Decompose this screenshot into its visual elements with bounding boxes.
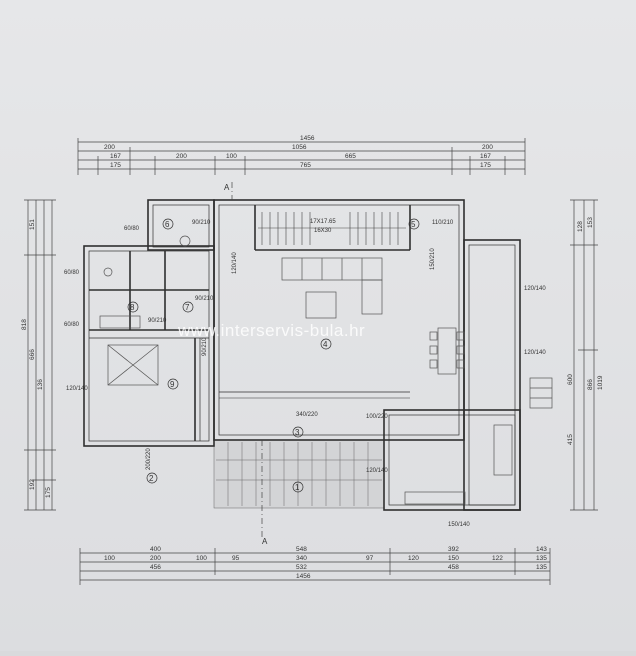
room-label-9: 9 xyxy=(170,380,175,389)
coffee-table xyxy=(305,291,337,319)
opening-3: 90/210 xyxy=(192,220,211,226)
dim-left-5: 175 xyxy=(45,487,52,498)
opening-15: 200/220 xyxy=(146,448,152,470)
bottom-dimensions xyxy=(79,548,551,585)
kitchen-island xyxy=(404,491,466,505)
dim-left-2: 666 xyxy=(29,349,36,360)
dim-top-3-1: 200 xyxy=(176,153,187,160)
opening-8: 150/210 xyxy=(430,248,436,270)
dim-right-1: 153 xyxy=(587,217,594,228)
toilet xyxy=(179,235,191,247)
dim-top-4-2: 175 xyxy=(480,162,491,169)
room-label-4: 4 xyxy=(323,340,328,349)
opening-1: 60/80 xyxy=(64,270,80,276)
opening-12: 120/140 xyxy=(366,468,388,474)
left-dimensions xyxy=(24,199,56,511)
opening-17: 150/140 xyxy=(448,522,470,528)
dim-left-4: 192 xyxy=(29,479,36,490)
opening-5: 90/210 xyxy=(148,318,167,324)
room-label-1: 1 xyxy=(295,483,300,492)
dim-bottom-3-2: 458 xyxy=(448,564,459,571)
opening-6: 90/210 xyxy=(202,337,208,356)
room-label-5: 5 xyxy=(411,220,416,229)
opening-11: 120/140 xyxy=(66,386,88,392)
sofa xyxy=(281,257,383,281)
room-markers xyxy=(127,218,420,493)
dim-top-3-2: 100 xyxy=(226,153,237,160)
bed xyxy=(107,344,159,386)
dim-right-3: 866 xyxy=(587,379,594,390)
dim-bottom-2-7: 150 xyxy=(448,555,459,562)
dim-left-3: 136 xyxy=(37,379,44,390)
right-dimensions xyxy=(570,199,598,511)
dim-top-2-2: 200 xyxy=(482,144,493,151)
top-dimensions xyxy=(77,138,526,175)
dim-bottom-2-4: 340 xyxy=(296,555,307,562)
dim-bottom-1-1: 548 xyxy=(296,546,307,553)
opening-9: 120/140 xyxy=(524,286,546,292)
stair-label-1: 17X17.65 xyxy=(310,219,336,225)
dim-bottom-3-3: 135 xyxy=(536,564,547,571)
dim-bottom-2-5: 97 xyxy=(366,555,374,562)
room-label-3: 3 xyxy=(295,428,300,437)
dim-bottom-1-0: 400 xyxy=(150,546,161,553)
dim-top-1-0: 1456 xyxy=(300,135,315,142)
section-marker-top: A xyxy=(224,183,230,192)
dim-bottom-2-3: 95 xyxy=(232,555,240,562)
room-label-2: 2 xyxy=(149,474,154,483)
opening-13: 100/220 xyxy=(366,414,388,420)
dim-bottom-2-6: 120 xyxy=(408,555,419,562)
dim-left-1: 151 xyxy=(29,219,36,230)
furniture xyxy=(99,235,553,505)
dim-right-0: 128 xyxy=(577,221,584,232)
dim-bottom-2-1: 200 xyxy=(150,555,161,562)
walls xyxy=(83,199,521,511)
opening-16: 120/140 xyxy=(232,252,238,274)
section-line xyxy=(231,182,263,540)
outdoor-steps xyxy=(529,377,553,409)
room-label-7: 7 xyxy=(185,303,190,312)
opening-0: 60/80 xyxy=(124,226,140,232)
dim-bottom-3-0: 456 xyxy=(150,564,161,571)
opening-7: 110/210 xyxy=(432,220,454,226)
dim-top-3-3: 665 xyxy=(345,153,356,160)
dim-left-0: 818 xyxy=(21,319,28,330)
dim-top-2-0: 200 xyxy=(104,144,115,151)
dim-bottom-1-3: 143 xyxy=(536,546,547,553)
dim-top-3-0: 167 xyxy=(110,153,121,160)
dim-top-2-1: 1056 xyxy=(292,144,307,151)
watermark: www.interservis-bula.hr xyxy=(177,321,365,340)
dim-top-4-1: 765 xyxy=(300,162,311,169)
room-label-8: 8 xyxy=(130,303,135,312)
stair-label-2: 16X30 xyxy=(314,228,332,234)
terrace-hatch xyxy=(213,439,385,509)
opening-2: 60/80 xyxy=(64,322,80,328)
dim-bottom-2-0: 100 xyxy=(104,555,115,562)
dim-bottom-3-1: 532 xyxy=(296,564,307,571)
section-marker-bottom: A xyxy=(262,537,268,546)
dim-bottom-1-2: 392 xyxy=(448,546,459,553)
opening-4: 90/210 xyxy=(195,296,214,302)
dim-bottom-2-8: 122 xyxy=(492,555,503,562)
opening-10: 120/140 xyxy=(524,350,546,356)
opening-14: 340/220 xyxy=(296,412,318,418)
dim-bottom-4-0: 1456 xyxy=(296,573,311,580)
dim-right-2: 1019 xyxy=(597,375,604,390)
dim-top-4-0: 175 xyxy=(110,162,121,169)
kitchen-counter xyxy=(493,424,513,476)
dim-right-5: 415 xyxy=(567,434,574,445)
dim-top-3-4: 167 xyxy=(480,153,491,160)
staircase xyxy=(258,212,406,245)
dim-bottom-2-2: 100 xyxy=(196,555,207,562)
dim-bottom-2-9: 135 xyxy=(536,555,547,562)
dim-right-4: 600 xyxy=(567,374,574,385)
dining-table xyxy=(437,327,457,375)
sofa-corner xyxy=(361,279,383,315)
room-label-6: 6 xyxy=(165,220,170,229)
